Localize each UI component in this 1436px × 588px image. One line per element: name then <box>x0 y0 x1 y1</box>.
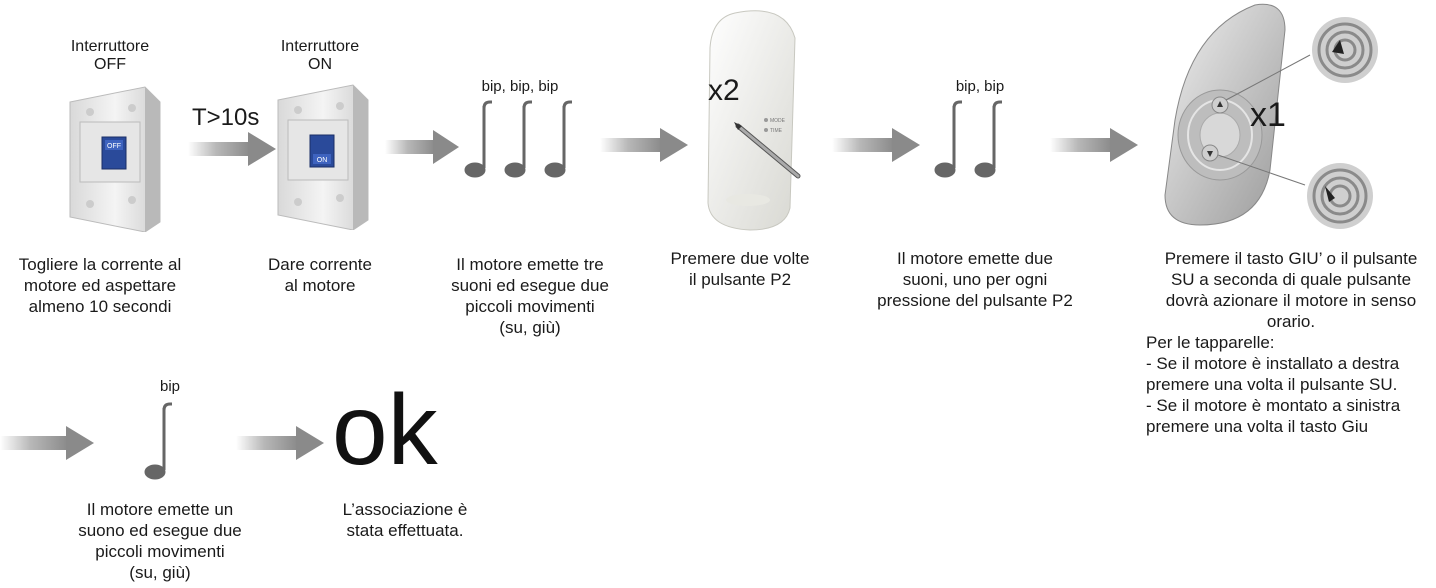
caption-line: suoni, uno per ogni <box>902 270 1048 289</box>
step3-sound-label: bip, bip, bip <box>481 78 559 95</box>
caption-line: Il motore emette un <box>86 500 234 519</box>
caption-line: (su, giù) <box>129 563 191 582</box>
step1-title-line1: Interruttore <box>70 38 150 55</box>
caption-line: Il motore emette tre <box>456 255 604 274</box>
caption-line: - Se il motore è montato a sinistra <box>1146 396 1401 415</box>
step3-caption: Il motore emette tre suoni ed esegue due… <box>430 254 630 338</box>
step6-multiplier: x1 <box>1250 96 1286 134</box>
step1-caption: Togliere la corrente al motore ed aspett… <box>0 254 200 317</box>
remote-mode-label: MODE <box>770 118 786 124</box>
timer-label: T>10s <box>192 104 260 131</box>
caption-line: (su, giù) <box>499 318 561 337</box>
caption-line: piccoli movimenti <box>465 297 595 316</box>
breaker-on-image: ON <box>277 84 369 230</box>
remote-buttons-image <box>1164 3 1378 229</box>
step7-caption: Il motore emette un suono ed esegue due … <box>55 499 265 583</box>
caption-line: il pulsante P2 <box>688 270 792 289</box>
caption-line: Togliere la corrente al <box>18 255 182 274</box>
caption-line: premere una volta il pulsante SU. <box>1146 375 1398 394</box>
arrow-icon <box>0 426 94 460</box>
caption-line: Per le tapparelle: <box>1146 333 1275 352</box>
step6-caption-notes: Per le tapparelle: - Se il motore è inst… <box>1146 332 1436 437</box>
step6-caption-center: Premere il tasto GIU’ o il pulsante SU a… <box>1146 248 1436 332</box>
arrow-icon <box>236 426 324 460</box>
step5-sound-label: bip, bip <box>955 78 1005 95</box>
arrow-icon <box>832 128 920 162</box>
arrow-icon <box>600 128 688 162</box>
step4-multiplier: x2 <box>708 74 740 107</box>
caption-line: premere una volta il tasto Giu <box>1146 417 1369 436</box>
step1-title-line2: OFF <box>94 56 126 73</box>
arrow-icon <box>1050 128 1138 162</box>
step8-caption: L’associazione è stata effettuata. <box>320 499 490 541</box>
remote-time-label: TIME <box>770 128 783 134</box>
caption-line: SU a seconda di quale pulsante <box>1170 270 1412 289</box>
caption-line: - Se il motore è installato a destra <box>1146 354 1400 373</box>
caption-line: piccoli movimenti <box>95 542 225 561</box>
music-notes-icon <box>464 100 572 178</box>
music-notes-icon <box>934 100 1002 178</box>
ok-text: ok <box>332 374 438 486</box>
caption-line: dovrà azionare il motore in senso <box>1165 291 1417 310</box>
arrow-icon <box>385 130 459 164</box>
step2-title: Interruttore ON <box>250 38 390 74</box>
caption-line: Dare corrente <box>268 255 372 274</box>
caption-line: suono ed esegue due <box>78 521 242 540</box>
caption-line: pressione del pulsante P2 <box>877 291 1073 310</box>
caption-line: stata effettuata. <box>346 521 464 540</box>
arrow-icon <box>188 132 276 166</box>
music-note-icon <box>144 402 172 480</box>
step1-title: Interruttore OFF <box>40 38 180 74</box>
remote-control-image: MODE TIME <box>707 10 801 231</box>
caption-line: Il motore emette due <box>897 249 1053 268</box>
caption-line: suoni ed esegue due <box>451 276 609 295</box>
switch-off-label: OFF <box>107 143 121 150</box>
caption-line: orario. <box>1266 312 1316 331</box>
caption-line: motore ed aspettare <box>23 276 177 295</box>
step2-title-line2: ON <box>308 56 332 73</box>
caption-line: Premere due volte <box>670 249 810 268</box>
step7-sound-label: bip <box>159 378 181 395</box>
step5-caption: Il motore emette due suoni, uno per ogni… <box>860 248 1090 311</box>
caption-line: Premere il tasto GIU’ o il pulsante <box>1164 249 1418 268</box>
switch-on-label: ON <box>317 157 328 164</box>
breaker-off-image: OFF <box>69 86 161 232</box>
caption-line: almeno 10 secondi <box>28 297 172 316</box>
caption-line: L’associazione è <box>342 500 468 519</box>
step4-caption: Premere due volte il pulsante P2 <box>655 248 825 290</box>
step2-title-line1: Interruttore <box>280 38 360 55</box>
step2-caption: Dare corrente al motore <box>255 254 385 296</box>
caption-line: al motore <box>284 276 356 295</box>
